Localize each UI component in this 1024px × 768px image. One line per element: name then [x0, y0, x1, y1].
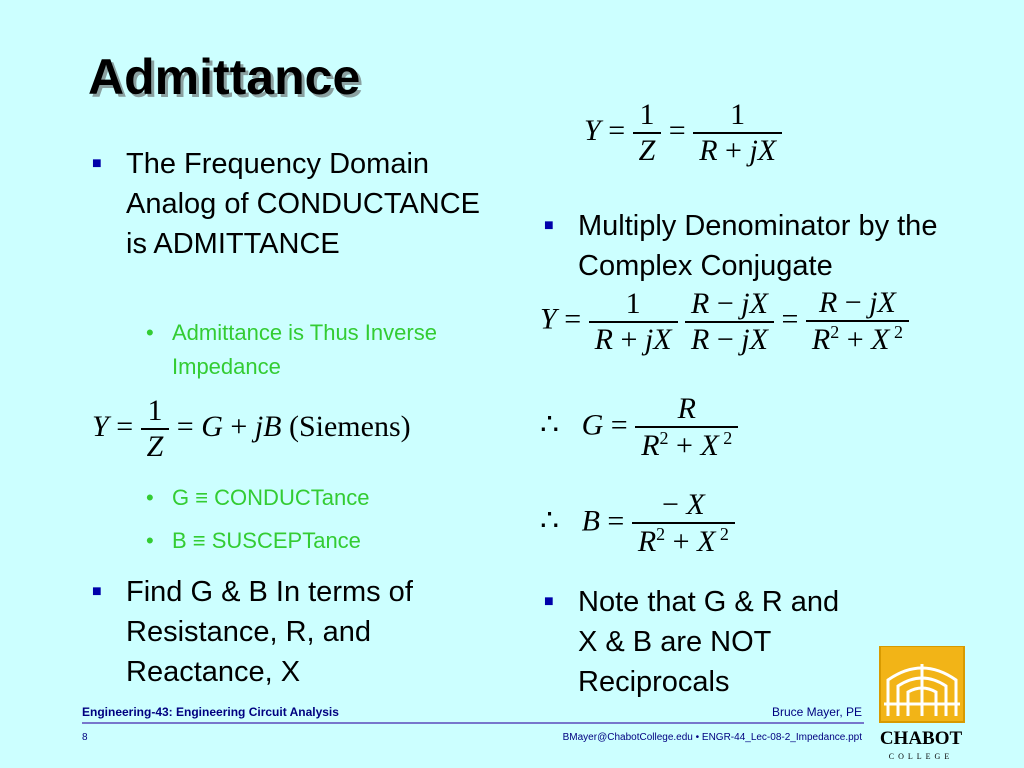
footer-course: Engineering-43: Engineering Circuit Anal…	[82, 705, 339, 719]
footer-author: Bruce Mayer, PE	[771, 705, 862, 719]
sub-bullet-g-text: G ≡ CONDUCTance	[172, 485, 370, 510]
bullet-multiply-text: Multiply Denominator by the Complex Conj…	[578, 210, 938, 282]
bullet-marker: ■	[92, 583, 102, 600]
bullet-conductance: ■ The Frequency Domain Analog of CONDUCT…	[92, 144, 496, 264]
footer-divider	[82, 722, 864, 724]
bullet-marker: ■	[544, 217, 554, 234]
sub-bullet-admittance-text: Admittance is Thus Inverse Impedance	[172, 320, 437, 379]
sub-bullet-g: • G ≡ CONDUCTance	[146, 485, 370, 510]
units-siemens: (Siemens)	[288, 409, 411, 443]
logo-wordmark: CHABOT	[879, 728, 963, 749]
bullet-multiply-conjugate: ■ Multiply Denominator by the Complex Co…	[544, 206, 958, 286]
bullet-conductance-text: The Frequency Domain Analog of CONDUCTAN…	[126, 148, 481, 260]
bullet-find-g-b-text: Find G & B In terms of Resistance, R, an…	[126, 576, 413, 688]
sub-bullet-admittance: • Admittance is Thus Inverse Impedance	[146, 320, 437, 379]
slide-title: Admittance	[88, 49, 361, 105]
logo-subtext: COLLEGE	[888, 752, 954, 761]
bullet-marker: ■	[92, 155, 102, 172]
bullet-marker: ■	[544, 593, 554, 610]
chabot-logo-icon	[879, 646, 965, 723]
page-number: 8	[82, 732, 88, 743]
bullet-not-reciprocals-text: Note that G & R and X & B are NOT Recipr…	[578, 586, 840, 698]
footer-email-file: BMayer@ChabotCollege.edu • ENGR-44_Lec-0…	[562, 732, 862, 743]
bullet-find-g-b: ■ Find G & B In terms of Resistance, R, …	[92, 572, 476, 692]
sub-bullet-b: • B ≡ SUSCEPTance	[146, 528, 361, 553]
sub-bullet-b-text: B ≡ SUSCEPTance	[172, 528, 361, 553]
bullet-not-reciprocals: ■ Note that G & R and X & B are NOT Reci…	[544, 582, 858, 702]
